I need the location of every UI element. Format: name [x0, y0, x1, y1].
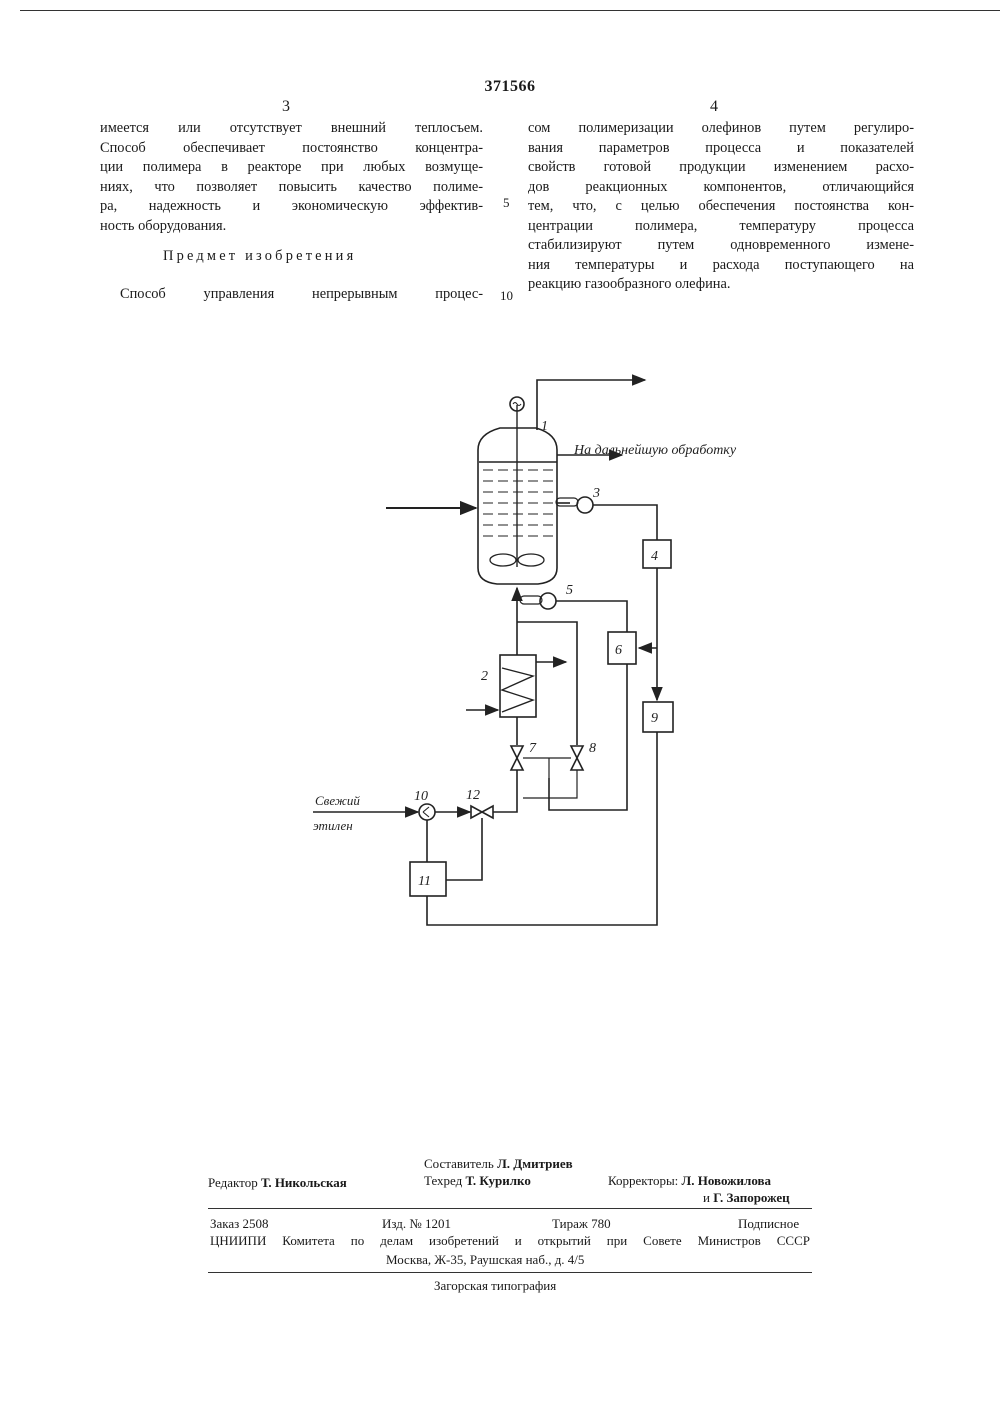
outlet-label: На дальнейшую обработку — [573, 443, 737, 458]
publisher-line-1: ЦНИИПИ Комитета по делам изобретений и о… — [210, 1233, 810, 1249]
label-6: 6 — [615, 643, 622, 658]
sensor-3-icon — [577, 497, 593, 513]
valve-8-icon — [571, 746, 583, 770]
imprint-rule — [208, 1208, 812, 1209]
correctors-line: Корректоры: Л. Новожилова — [608, 1173, 771, 1189]
label-1: 1 — [541, 419, 548, 434]
corrector-2: Г. Запорожец — [713, 1190, 789, 1205]
control-block-6 — [608, 632, 636, 664]
publisher-line-2: Москва, Ж-35, Раушская наб., д. 4/5 — [386, 1252, 584, 1268]
techred-line: Техред Т. Курилко — [424, 1173, 531, 1189]
corrector-2-prefix: и — [703, 1190, 710, 1205]
techred-name: Т. Курилко — [466, 1173, 531, 1188]
process-diagram: 1 2 3 4 5 6 7 8 9 10 11 12 На дальнейшую… — [0, 0, 1000, 1000]
circulation: Тираж 780 — [552, 1216, 611, 1232]
editor-name: Т. Никольская — [261, 1175, 347, 1190]
label-3: 3 — [592, 486, 600, 501]
editor-label: Редактор — [208, 1175, 258, 1190]
inlet-label-line1: Свежий — [315, 793, 360, 808]
subscription: Подписное — [738, 1216, 799, 1232]
label-12: 12 — [466, 788, 480, 803]
corrector-2-line: и Г. Запорожец — [703, 1190, 790, 1206]
correctors-label: Корректоры: — [608, 1173, 678, 1188]
compiler-name: Л. Дмитриев — [497, 1156, 573, 1171]
flow-sensor-10-icon — [419, 804, 435, 820]
printer: Загорская типография — [434, 1278, 556, 1294]
corrector-1: Л. Новожилова — [682, 1173, 772, 1188]
label-8: 8 — [589, 741, 596, 756]
label-10: 10 — [414, 789, 428, 804]
edition-number: Изд. № 1201 — [382, 1216, 451, 1232]
label-2: 2 — [481, 669, 488, 684]
valve-12-icon — [471, 806, 493, 818]
control-block-9 — [643, 702, 673, 732]
label-9: 9 — [651, 711, 658, 726]
compiler-line: Составитель Л. Дмитриев — [424, 1156, 573, 1172]
order-number: Заказ 2508 — [210, 1216, 269, 1232]
compiler-label: Составитель — [424, 1156, 494, 1171]
inlet-label-line2: этилен — [313, 818, 353, 833]
heat-exchanger — [500, 655, 536, 717]
imprint-rule-bottom — [208, 1272, 812, 1273]
label-5: 5 — [566, 583, 573, 598]
editor-line: Редактор Т. Никольская — [208, 1175, 347, 1191]
label-7: 7 — [529, 741, 537, 756]
label-11: 11 — [418, 874, 431, 889]
techred-label: Техред — [424, 1173, 462, 1188]
label-4: 4 — [651, 549, 658, 564]
valve-7-icon — [511, 746, 523, 770]
